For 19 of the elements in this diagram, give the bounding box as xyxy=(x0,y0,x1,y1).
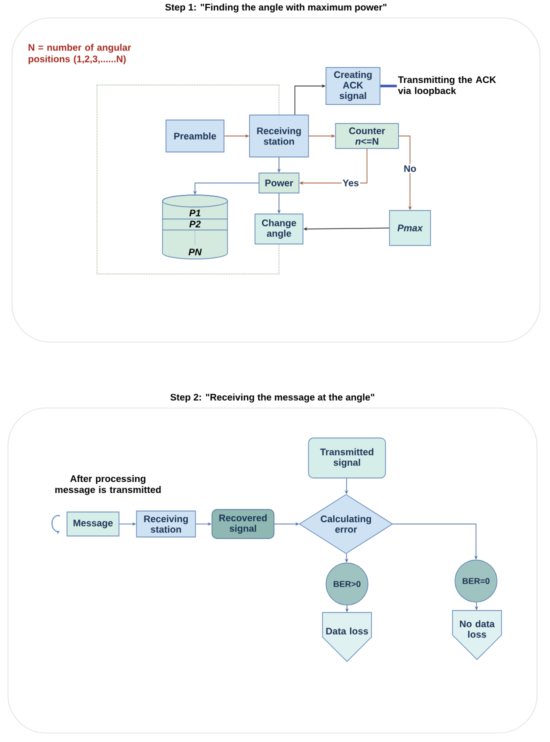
process-box: Receiving station xyxy=(136,510,196,538)
note-text: N = number of angular positions (1,2,3,......N) xyxy=(28,44,132,64)
process-box: Message xyxy=(66,512,120,536)
ack-text: Transmitting the ACK via loopback xyxy=(398,76,496,96)
process-box: Transmitted signal xyxy=(308,438,386,478)
process-box: Power xyxy=(258,172,300,194)
caption-text: After processing message is transmitted xyxy=(55,475,161,495)
edge-label: Yes xyxy=(342,178,360,188)
step-heading: Step 2: "Receiving the message at the angle" xyxy=(170,394,374,402)
process-box: Creating ACK signal xyxy=(326,67,380,105)
process-box: Change angle xyxy=(254,214,304,244)
process-box: Pmax xyxy=(389,210,431,246)
counter-box: Counter n<=N xyxy=(335,123,399,149)
process-box: Receiving station xyxy=(249,114,309,158)
process-box: Recovered signal xyxy=(212,509,274,539)
process-box: Preamble xyxy=(166,120,224,152)
edge-label: No xyxy=(402,164,418,173)
database-cylinder: P1 P2 PN xyxy=(162,194,228,260)
step-heading: Step 1: "Finding the angle with maximum power" xyxy=(165,4,386,12)
